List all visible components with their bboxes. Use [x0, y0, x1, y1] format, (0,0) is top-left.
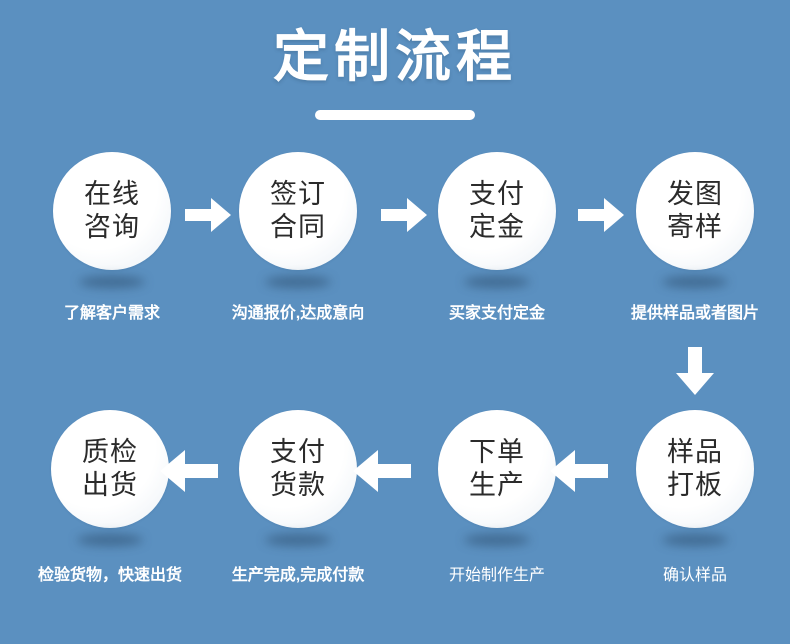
step-circle-wrap: 在线 咨询 — [32, 152, 192, 298]
arrow-left-icon — [550, 450, 608, 492]
process-step-sample-making[interactable]: 样品 打板 确认样品 — [615, 410, 775, 584]
circle-drop-shadow — [265, 534, 331, 546]
step-circle: 下单 生产 — [438, 410, 556, 528]
step-label-line2: 寄样 — [667, 212, 723, 242]
process-step-sign-contract[interactable]: 签订 合同 沟通报价,达成意向 — [218, 152, 378, 322]
step-circle-wrap: 签订 合同 — [218, 152, 378, 298]
process-row-top: 在线 咨询 了解客户需求 签订 合同 沟通报价,达成意向 — [0, 152, 790, 342]
arrow-right-icon — [578, 198, 624, 232]
step-circle: 在线 咨询 — [53, 152, 171, 270]
circle-drop-shadow — [464, 276, 530, 288]
step-circle-wrap: 支付 货款 — [218, 410, 378, 556]
step-label-line2: 货款 — [270, 470, 326, 500]
circle-drop-shadow — [79, 276, 145, 288]
step-circle: 质检 出货 — [51, 410, 169, 528]
poster-header: 定制流程 — [0, 26, 790, 120]
process-step-place-order-produce[interactable]: 下单 生产 开始制作生产 — [417, 410, 577, 584]
step-caption: 检验货物，快速出货 — [37, 567, 182, 584]
step-label-line2: 咨询 — [84, 212, 140, 242]
step-circle: 样品 打板 — [636, 410, 754, 528]
step-circle-wrap: 下单 生产 — [417, 410, 577, 556]
step-label-line2: 生产 — [469, 470, 525, 500]
circle-drop-shadow — [464, 534, 530, 546]
step-circle-wrap: 质检 出货 — [30, 410, 190, 556]
step-caption: 沟通报价,达成意向 — [231, 305, 365, 322]
process-step-online-consult[interactable]: 在线 咨询 了解客户需求 — [32, 152, 192, 322]
step-circle-wrap: 支付 定金 — [417, 152, 577, 298]
step-circle-wrap: 发图 寄样 — [615, 152, 775, 298]
step-label-line1: 下单 — [469, 437, 525, 467]
step-label-line2: 打板 — [667, 470, 723, 500]
circle-drop-shadow — [265, 276, 331, 288]
circle-drop-shadow — [662, 276, 728, 288]
step-circle: 发图 寄样 — [636, 152, 754, 270]
step-circle: 签订 合同 — [239, 152, 357, 270]
circle-drop-shadow — [77, 534, 143, 546]
step-label-line1: 支付 — [270, 437, 326, 467]
arrow-right-icon — [185, 198, 231, 232]
arrow-left-icon — [353, 450, 411, 492]
step-label-line1: 支付 — [469, 179, 525, 209]
arrow-down-icon — [676, 347, 714, 400]
arrow-right-icon — [381, 198, 427, 232]
step-label-line2: 定金 — [469, 212, 525, 242]
process-step-pay-deposit[interactable]: 支付 定金 买家支付定金 — [417, 152, 577, 322]
step-circle: 支付 定金 — [438, 152, 556, 270]
step-circle-wrap: 样品 打板 — [615, 410, 775, 556]
process-step-send-image-sample[interactable]: 发图 寄样 提供样品或者图片 — [615, 152, 775, 322]
step-label-line1: 质检 — [82, 437, 138, 467]
step-caption: 了解客户需求 — [63, 305, 160, 322]
step-label-line1: 在线 — [84, 179, 140, 209]
step-caption: 提供样品或者图片 — [630, 305, 759, 322]
step-caption: 买家支付定金 — [448, 305, 545, 322]
title-underline-bar — [315, 110, 475, 120]
step-circle: 支付 货款 — [239, 410, 357, 528]
circle-drop-shadow — [662, 534, 728, 546]
step-label-line1: 发图 — [667, 179, 723, 209]
step-label-line1: 样品 — [667, 437, 723, 467]
step-label-line2: 合同 — [270, 212, 326, 242]
page-title: 定制流程 — [273, 25, 517, 88]
process-step-quality-check-ship[interactable]: 质检 出货 检验货物，快速出货 — [30, 410, 190, 584]
step-caption: 生产完成,完成付款 — [231, 567, 365, 584]
step-caption: 确认样品 — [662, 567, 727, 584]
step-label-line1: 签订 — [270, 179, 326, 209]
process-row-bottom: 质检 出货 检验货物，快速出货 支付 货款 生产完成,完成付款 — [0, 410, 790, 600]
arrow-left-icon — [160, 450, 218, 492]
step-label-line2: 出货 — [82, 470, 138, 500]
process-step-pay-balance[interactable]: 支付 货款 生产完成,完成付款 — [218, 410, 378, 584]
step-caption: 开始制作生产 — [448, 567, 545, 584]
